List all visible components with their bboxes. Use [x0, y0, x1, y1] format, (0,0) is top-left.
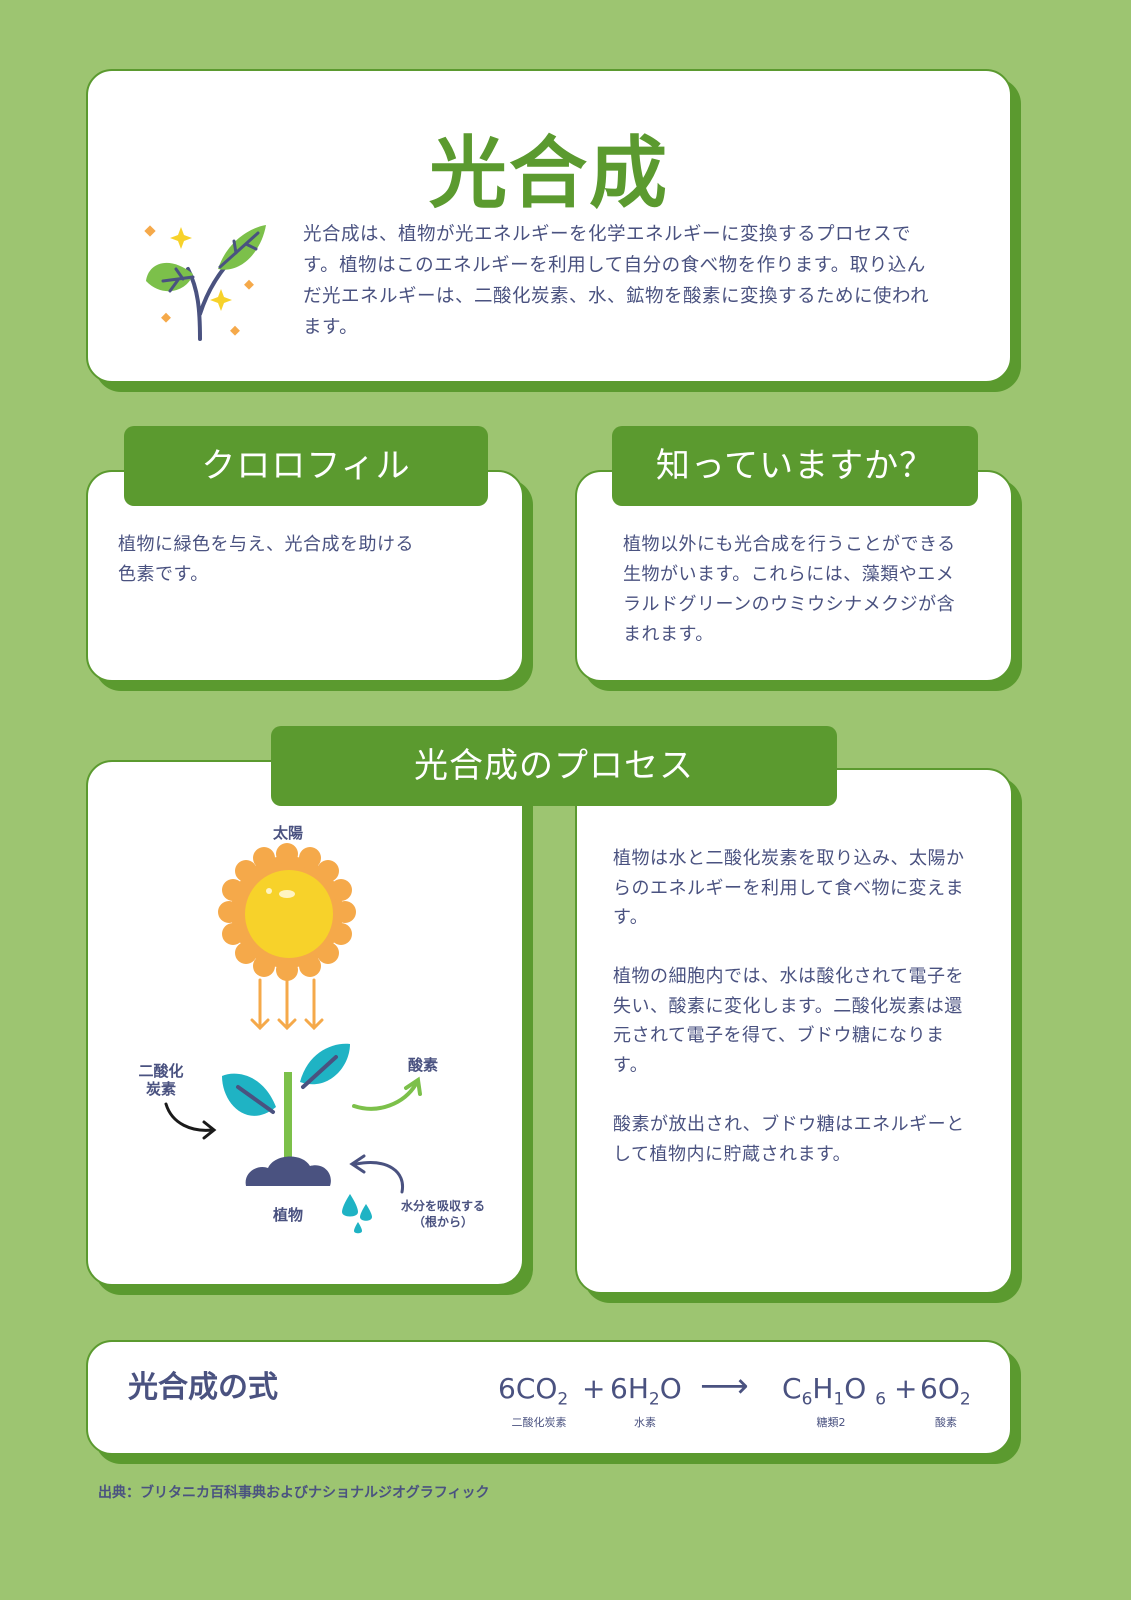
formula-co2: 6CO2 — [498, 1372, 569, 1410]
formula-o2: 6O2 — [920, 1372, 971, 1410]
plant-label: 植物 — [272, 1206, 303, 1224]
caption-water: 水素 — [634, 1416, 656, 1429]
caption-co2: 二酸化炭素 — [511, 1416, 567, 1429]
sunlight-arrows-icon — [250, 978, 324, 1031]
water-arrow-icon — [354, 1161, 405, 1194]
process-text-card: 植物は水と二酸化炭素を取り込み、太陽からのエネルギーを利用して食べ物に変えます。… — [575, 768, 1013, 1294]
process-heading: 光合成のプロセス — [271, 726, 837, 806]
leaf-icon — [222, 1043, 350, 1116]
chlorophyll-heading: クロロフィル — [124, 426, 488, 506]
sprout-icon — [144, 225, 266, 341]
water-drop-icon — [342, 1194, 372, 1234]
caption-glucose: 糖類2 — [816, 1416, 846, 1429]
formula-plus-2: + — [894, 1372, 918, 1405]
caption-oxygen: 酸素 — [935, 1416, 957, 1429]
formula-plus-1: + — [582, 1372, 606, 1405]
process-paragraph-1: 植物は水と二酸化炭素を取り込み、太陽からのエネルギーを利用して食べ物に変えます。 — [613, 848, 965, 928]
did-you-know-heading: 知っていますか？ — [612, 426, 978, 506]
co2-label: 二酸化 炭素 — [138, 1062, 184, 1098]
source-citation: 出典：ブリタニカ百科事典およびナショナルジオグラフィック — [98, 1485, 490, 1501]
page-title: 光合成 — [428, 129, 669, 219]
water-label: 水分を吸収する （根から） — [400, 1199, 485, 1229]
chlorophyll-text: 植物に緑色を与え、光合成を助ける色素です。 — [118, 534, 414, 585]
oxygen-label: 酸素 — [407, 1056, 438, 1074]
intro-card: 光合成 光合成は、植物が光エネルギーを化学エネルギーに変換するプロセスです。植物… — [86, 69, 1012, 383]
formula-card: 光合成の式 6CO2 + 6H2O ⟶ C6H1O 6 + 6O2 二酸化炭素 … — [86, 1340, 1012, 1455]
process-paragraph-2: 植物の細胞内では、水は酸化されて電子を失い、酸素に変化します。二酸化炭素は還元さ… — [613, 966, 964, 1076]
formula-h2o: 6H2O — [610, 1372, 682, 1410]
oxygen-arrow-icon — [352, 1082, 418, 1111]
soil-icon — [245, 1156, 331, 1186]
co2-arrow-icon — [164, 1102, 214, 1132]
formula-arrow: ⟶ — [700, 1366, 749, 1406]
process-diagram-card: 太陽 — [86, 760, 524, 1286]
sun-label: 太陽 — [272, 824, 303, 842]
process-paragraph-3: 酸素が放出され、ブドウ糖はエネルギーとして植物内に貯蔵されます。 — [613, 1114, 965, 1165]
sun-icon — [218, 843, 356, 981]
formula-title: 光合成の式 — [128, 1370, 278, 1405]
intro-description: 光合成は、植物が光エネルギーを化学エネルギーに変換するプロセスです。植物はこのエ… — [303, 224, 930, 338]
formula-glucose: C6H1O 6 — [782, 1372, 887, 1410]
did-you-know-text: 植物以外にも光合成を行うことができる生物がいます。これらには、藻類やエメラルドグ… — [623, 534, 956, 645]
process-diagram — [164, 843, 422, 1234]
plant-stem — [284, 1072, 292, 1162]
